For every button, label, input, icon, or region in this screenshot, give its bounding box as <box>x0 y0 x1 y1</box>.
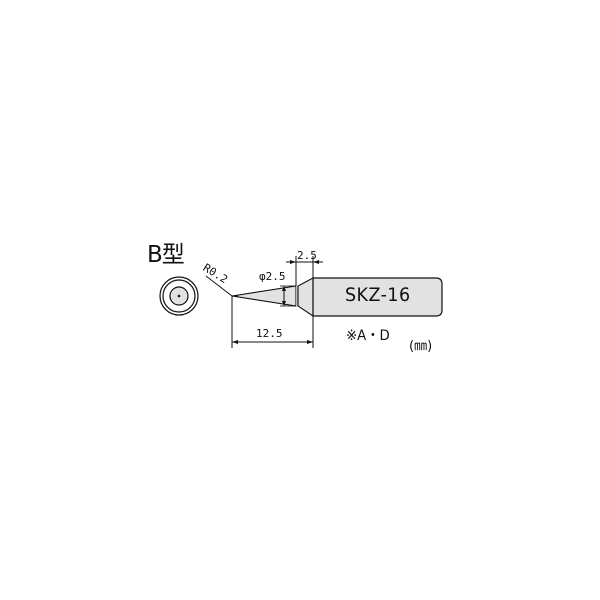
tip-type-label: B型 <box>147 242 185 268</box>
length-dimension <box>231 296 314 348</box>
compatibility-note: ※A・D <box>346 328 390 344</box>
step-dimension <box>286 256 323 286</box>
model-number: SKZ-16 <box>345 284 411 306</box>
diameter-dimension <box>280 285 296 307</box>
end-view <box>159 276 199 316</box>
radius-leader <box>205 275 233 297</box>
tip-side-view <box>231 277 443 318</box>
unit-label: (㎜) <box>409 339 433 354</box>
exposed-length-label: 12.5 <box>256 327 283 340</box>
shank-diameter-label: φ2.5 <box>259 270 286 283</box>
taper-step-label: 2.5 <box>297 249 317 262</box>
